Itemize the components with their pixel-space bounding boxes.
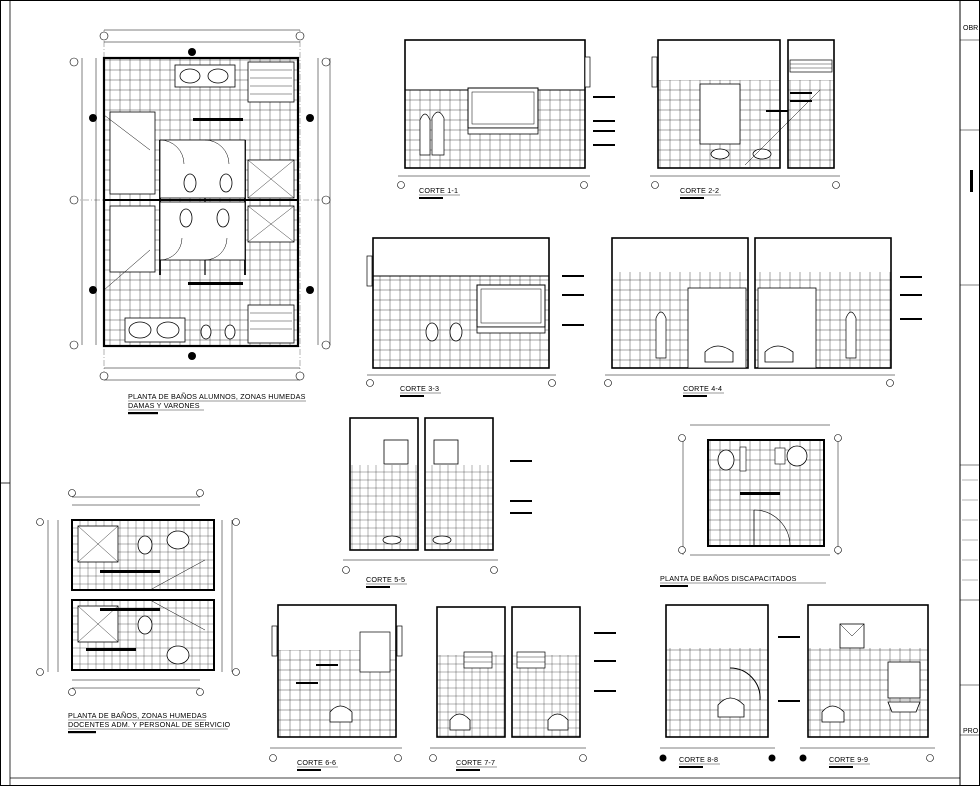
section-4-4: CORTE 4-4	[604, 237, 922, 397]
plan-disabled-title: PLANTA DE BAÑOS DISCAPACITADOS	[660, 574, 797, 583]
section-6-6-title: CORTE 6-6	[297, 758, 336, 767]
section-8-8: CORTE 8-8	[659, 604, 800, 768]
section-1-1: CORTE 1-1	[397, 39, 615, 199]
title-block: OBR PRO	[959, 0, 980, 786]
section-5-5: CORTE 5-5	[342, 417, 532, 588]
title-block-top-label: OBR	[963, 25, 978, 32]
section-3-3-title: CORTE 3-3	[400, 384, 439, 393]
section-7-7: CORTE 7-7	[429, 606, 616, 771]
section-9-9-title: CORTE 9-9	[829, 755, 868, 764]
plan-students-title: PLANTA DE BAÑOS ALUMNOS, ZONAS HUMEDAS	[128, 392, 306, 401]
plan-staff: PLANTA DE BAÑOS, ZONAS HUMEDAS DOCENTES …	[36, 489, 240, 734]
title-block-project-label: PRO	[963, 728, 979, 735]
section-2-2-title: CORTE 2-2	[680, 186, 719, 195]
section-4-4-title: CORTE 4-4	[683, 384, 722, 393]
section-1-1-title: CORTE 1-1	[419, 186, 458, 195]
section-9-9: CORTE 9-9	[799, 604, 935, 768]
section-8-8-title: CORTE 8-8	[679, 755, 718, 764]
plan-staff-title: PLANTA DE BAÑOS, ZONAS HUMEDAS	[68, 711, 207, 720]
plan-disabled: PLANTA DE BAÑOS DISCAPACITADOS	[660, 424, 842, 587]
section-3-3: CORTE 3-3	[366, 237, 584, 397]
plan-students: PLANTA DE BAÑOS ALUMNOS, ZONAS HUMEDAS D…	[69, 29, 331, 415]
section-2-2: CORTE 2-2	[650, 39, 840, 199]
section-6-6: CORTE 6-6	[269, 604, 403, 771]
plan-staff-subtitle: DOCENTES ADM. Y PERSONAL DE SERVICIO	[68, 720, 231, 729]
section-7-7-title: CORTE 7-7	[456, 758, 495, 767]
section-5-5-title: CORTE 5-5	[366, 575, 405, 584]
plan-students-subtitle: DAMAS Y VARONES	[128, 401, 200, 410]
